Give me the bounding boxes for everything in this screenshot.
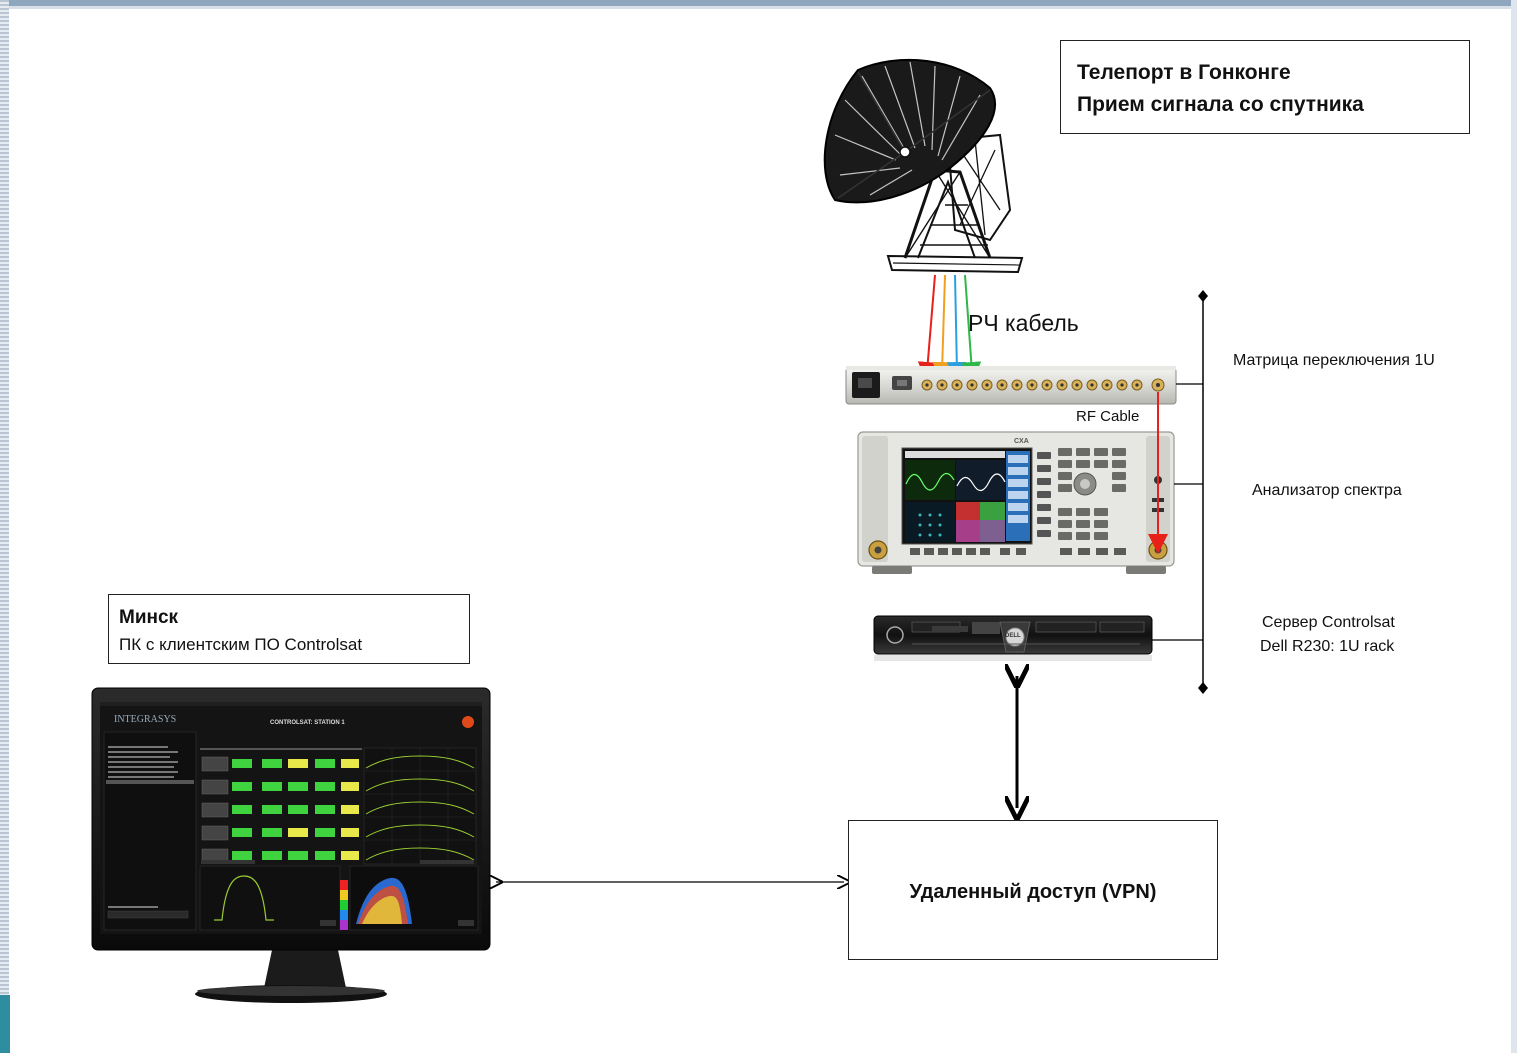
analyzer-label: Анализатор спектра	[1252, 482, 1402, 499]
minsk-subtitle: ПК с клиентским ПО Controlsat	[119, 635, 363, 654]
rack-bracket	[1152, 290, 1208, 694]
teleport-subtitle: Прием сигнала со спутника	[1077, 93, 1364, 116]
window-frame-top-inner	[0, 6, 1517, 9]
vpn-box: Удаленный доступ (VPN)	[848, 820, 1218, 960]
server-device	[873, 615, 1153, 661]
teleport-title: Телепорт в Гонконге	[1077, 61, 1291, 84]
server-logo: DELL	[1005, 633, 1021, 639]
rf-cable-en-label: RF Cable	[1076, 408, 1140, 425]
window-frame-right	[1511, 0, 1517, 1053]
minsk-title: Минск	[119, 607, 179, 628]
rf-cables	[917, 274, 982, 382]
spectrum-analyzer-device	[857, 431, 1175, 574]
channel-rows	[200, 748, 362, 864]
window-frame-top	[0, 0, 1517, 6]
analyzer-badge: CXA	[1014, 438, 1029, 445]
teleport-label-box: Телепорт в Гонконге Прием сигнала со спу…	[1060, 40, 1470, 134]
window-frame-left	[0, 0, 9, 1053]
screen-brand-logo: INTEGRASYS	[114, 714, 177, 725]
spectrum-traces	[363, 747, 477, 865]
vpn-label: Удаленный доступ (VPN)	[909, 881, 1157, 903]
matrix-label: Матрица переключения 1U	[1233, 352, 1435, 369]
minsk-label-box: Минск ПК с клиентским ПО Controlsat	[108, 594, 470, 664]
monitor-device	[91, 687, 491, 1003]
server-label-line2: Dell R230: 1U rack	[1260, 638, 1395, 655]
corner-accent	[0, 995, 10, 1053]
screen-app-title: CONTROLSAT: STATION 1	[270, 720, 345, 726]
server-label-line1: Сервер Controlsat	[1262, 614, 1395, 631]
satellite-dish-icon	[823, 58, 1024, 274]
rf-cable-ru-label: РЧ кабель	[968, 310, 1079, 336]
switch-matrix-device	[845, 366, 1177, 405]
